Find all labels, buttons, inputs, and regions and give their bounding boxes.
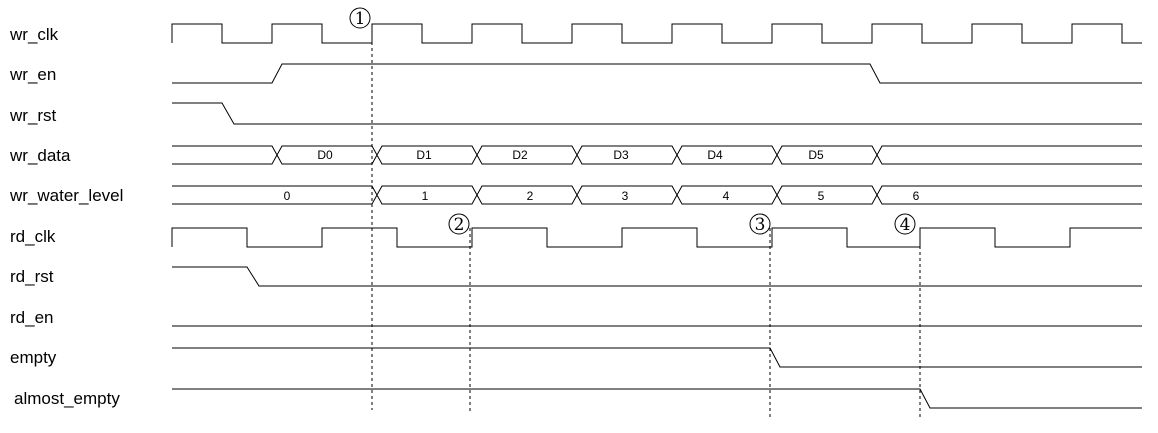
- wave-wr-clk: [171, 23, 1142, 44]
- label-empty: empty: [10, 348, 57, 367]
- water-level-value-2: 2: [527, 189, 534, 203]
- label-rd-clk: rd_clk: [10, 227, 56, 246]
- wr-data-value-d0: D0: [317, 148, 333, 162]
- marker-4: 4: [894, 213, 916, 235]
- label-wr-rst: wr_rst: [9, 106, 57, 125]
- label-wr-data: wr_data: [9, 146, 71, 165]
- wave-empty: [172, 347, 1142, 368]
- marker-2-circle: [448, 213, 470, 235]
- label-wr-water-level: wr_water_level: [9, 186, 123, 205]
- wr-data-bus-outline: [172, 145, 1142, 165]
- marker-2: 2: [448, 213, 470, 235]
- marker-3-circle: [749, 213, 771, 235]
- label-wr-en: wr_en: [9, 65, 56, 84]
- label-almost-empty: almost_empty: [14, 389, 120, 408]
- marker-4-circle: [894, 213, 916, 235]
- water-level-value-3: 3: [622, 189, 629, 203]
- wave-wr-data: D0 D1 D2 D3 D4 D5: [172, 145, 1142, 165]
- marker-3: 3: [749, 213, 771, 235]
- wave-wr-en: [172, 63, 1142, 84]
- guide-lines: [371, 24, 921, 418]
- wr-data-value-d2: D2: [512, 148, 528, 162]
- marker-3-number: 3: [755, 215, 766, 235]
- marker-2-number: 2: [454, 215, 465, 235]
- water-level-value-0: 0: [284, 189, 291, 203]
- marker-1-circle: [349, 7, 371, 29]
- marker-4-number: 4: [900, 215, 911, 235]
- signal-labels: wr_clk wr_en wr_rst wr_data wr_water_lev…: [9, 25, 123, 408]
- label-rd-en: rd_en: [10, 308, 53, 327]
- water-level-value-4: 4: [723, 189, 730, 203]
- wr-data-value-d3: D3: [613, 148, 629, 162]
- marker-1: 1: [349, 7, 371, 29]
- wave-wr-water-level: 0 1 2 3 4 5 6: [172, 185, 1142, 205]
- wr-data-value-d4: D4: [707, 148, 723, 162]
- water-level-value-5: 5: [818, 189, 825, 203]
- wr-data-value-d1: D1: [416, 148, 432, 162]
- water-level-bus-outline: [172, 185, 1142, 205]
- wr-data-value-d5: D5: [808, 148, 824, 162]
- label-rd-rst: rd_rst: [10, 267, 54, 286]
- water-level-value-1: 1: [422, 189, 429, 203]
- wave-rd-rst: [172, 266, 1142, 287]
- wave-rd-clk: [171, 227, 1142, 248]
- wave-almost-empty: [172, 388, 1142, 409]
- water-level-value-6: 6: [913, 189, 920, 203]
- wave-wr-rst: [172, 102, 1142, 125]
- label-wr-clk: wr_clk: [9, 25, 59, 44]
- marker-1-number: 1: [355, 9, 366, 29]
